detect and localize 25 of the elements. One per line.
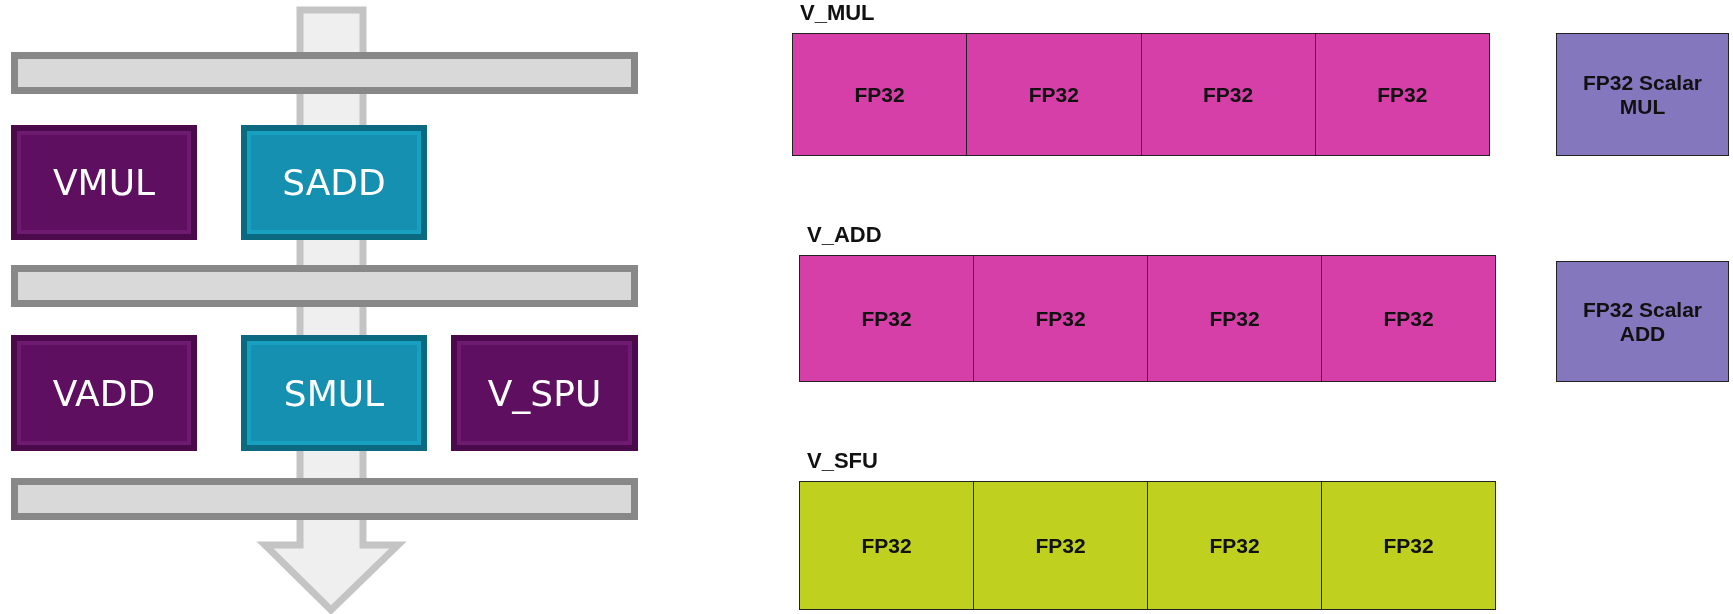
fp32-lane: FP32	[800, 482, 973, 609]
unit-box: V_SPU	[451, 335, 638, 451]
fp32-lane: FP32	[1147, 256, 1321, 381]
unit-box: VMUL	[11, 125, 197, 240]
fp32-lane: FP32	[966, 34, 1141, 155]
fp32-lane: FP32	[800, 256, 973, 381]
unit-box: SMUL	[241, 335, 427, 451]
scalar-unit-box: FP32 Scalar ADD	[1556, 261, 1729, 382]
pipeline-register-bar	[11, 52, 638, 94]
fp32-lane: FP32	[973, 482, 1147, 609]
fp32-lane: FP32	[793, 34, 967, 155]
unit-box: SADD	[241, 125, 427, 240]
pipeline-register-bar	[11, 478, 638, 520]
fp32-lane: FP32	[1147, 482, 1321, 609]
pipeline-register-bar	[11, 265, 638, 307]
group-heading: V_ADD	[807, 222, 882, 248]
unit-box: VADD	[11, 335, 197, 451]
fp32-lane: FP32	[1314, 34, 1489, 155]
scalar-unit-box: FP32 Scalar MUL	[1556, 33, 1729, 156]
fp32-lane: FP32	[1321, 482, 1495, 609]
group-heading: V_SFU	[807, 448, 878, 474]
fp32-lane: FP32	[973, 256, 1147, 381]
fp32-lane: FP32	[1140, 34, 1315, 155]
fp32-lane: FP32	[1321, 256, 1495, 381]
group-heading: V_MUL	[800, 0, 875, 26]
